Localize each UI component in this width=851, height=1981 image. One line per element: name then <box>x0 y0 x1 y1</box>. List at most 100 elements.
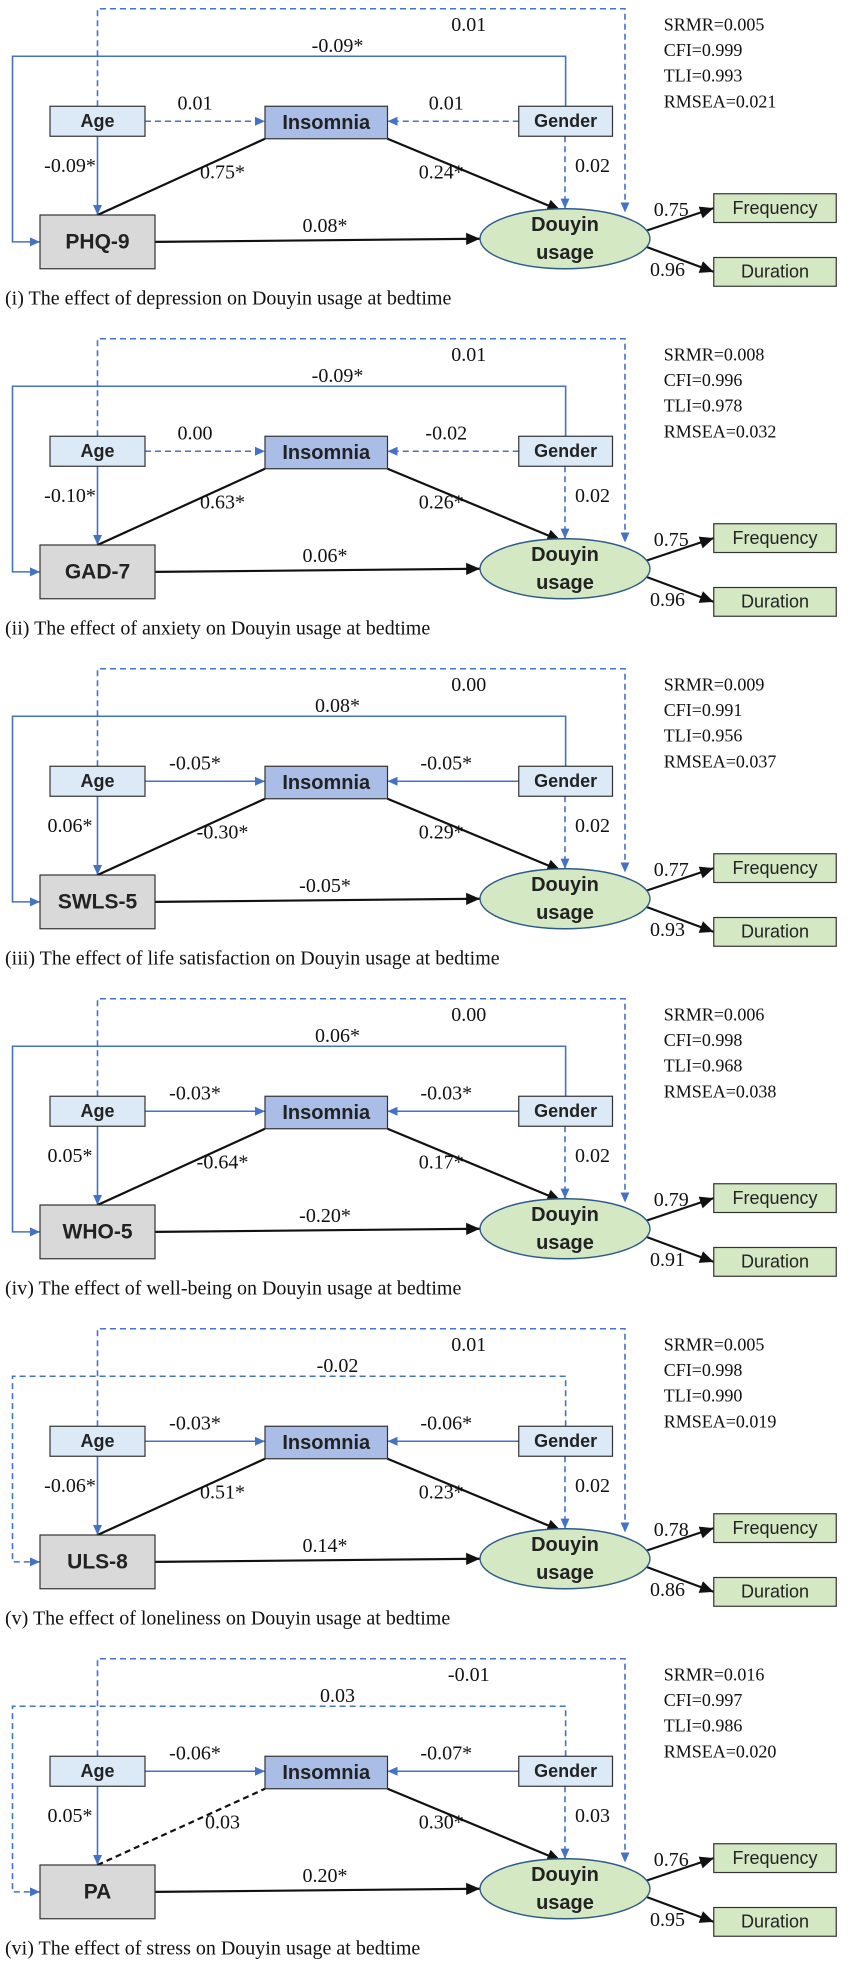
duration-label: Duration <box>741 592 809 612</box>
fit-index: RMSEA=0.037 <box>664 751 777 771</box>
coef-gender-douyin-direct: 0.02 <box>575 485 610 507</box>
predictor-label: ULS-8 <box>67 1550 128 1573</box>
age-label: Age <box>80 111 114 131</box>
fit-index: RMSEA=0.021 <box>664 91 777 111</box>
douyin-frequency-path <box>645 1856 715 1882</box>
douyin-usage-ellipse <box>479 1858 651 1920</box>
coef-age-insomnia: -0.03* <box>169 1413 221 1435</box>
fit-index: RMSEA=0.032 <box>664 421 777 441</box>
insomnia-douyin-path <box>387 1127 562 1202</box>
panel-caption: (iv) The effect of well-being on Douyin … <box>5 1278 461 1300</box>
coef-gender-douyin-direct: 0.02 <box>575 1145 610 1167</box>
loading-duration: 0.86 <box>650 1579 685 1601</box>
gender-douyin-path <box>96 1327 630 1533</box>
coef-gender-insomnia: -0.02 <box>425 423 467 445</box>
gender-box <box>518 765 614 797</box>
loading-duration: 0.96 <box>650 589 685 611</box>
age-label: Age <box>80 1431 114 1451</box>
coef-predictor-douyin: -0.05* <box>299 875 351 897</box>
insomnia-douyin-path <box>387 1457 562 1532</box>
fit-index: TLI=0.968 <box>664 1056 743 1076</box>
loading-duration: 0.95 <box>650 1909 685 1931</box>
coef-predictor-douyin: 0.20* <box>303 1865 348 1887</box>
coef-age-predictor: 0.06* <box>48 815 93 837</box>
duration-label: Duration <box>741 262 809 282</box>
age-label: Age <box>80 1101 114 1121</box>
coef-gender-insomnia: -0.07* <box>420 1743 472 1765</box>
predictor-box <box>39 1204 156 1260</box>
douyin-label: Douyin <box>531 1864 599 1886</box>
predictor-box <box>39 544 156 600</box>
coef-gender-douyin-direct: 0.03 <box>575 1805 610 1827</box>
insomnia-box <box>264 1095 389 1130</box>
coef-age-predictor: 0.05* <box>48 1805 93 1827</box>
insomnia-douyin-path <box>387 467 562 542</box>
loading-frequency: 0.75 <box>654 529 689 551</box>
usage-label: usage <box>536 1562 594 1584</box>
gender-label: Gender <box>534 1761 597 1781</box>
age-box <box>49 1425 146 1457</box>
coef-predictor-insomnia: 0.51* <box>200 1481 245 1503</box>
douyin-usage-ellipse <box>479 1528 651 1590</box>
coef-predictor-insomnia: -0.30* <box>197 821 249 843</box>
loading-frequency: 0.79 <box>654 1189 689 1211</box>
duration-label: Duration <box>741 1912 809 1932</box>
frequency-label: Frequency <box>732 198 817 218</box>
coef-gender-predictor: -0.09* <box>312 35 364 57</box>
coef-predictor-insomnia: 0.63* <box>200 491 245 513</box>
gender-label: Gender <box>534 1101 597 1121</box>
duration-box <box>713 1246 837 1277</box>
coef-age-predictor: -0.06* <box>44 1475 96 1497</box>
insomnia-box <box>264 105 389 140</box>
coef-insomnia-douyin: 0.17* <box>419 1151 464 1173</box>
coef-gender-insomnia: 0.01 <box>429 93 464 115</box>
age-box <box>49 105 146 137</box>
fit-index: TLI=0.990 <box>664 1386 743 1406</box>
insomnia-label: Insomnia <box>282 1432 371 1454</box>
douyin-duration-path <box>645 1895 715 1923</box>
gender-box <box>518 435 614 467</box>
insomnia-label: Insomnia <box>282 442 371 464</box>
gender-label: Gender <box>534 441 597 461</box>
gender-predictor-path <box>11 1705 567 1897</box>
coef-gender-douyin: -0.01 <box>448 1664 490 1686</box>
coef-gender-predictor: -0.02 <box>317 1355 359 1377</box>
gender-predictor-path <box>11 55 567 247</box>
predictor-label: GAD-7 <box>65 560 130 583</box>
coef-gender-predictor: -0.09* <box>312 365 364 387</box>
insomnia-box <box>264 1425 389 1460</box>
douyin-frequency-path <box>645 866 715 892</box>
panel-caption: (ii) The effect of anxiety on Douyin usa… <box>5 618 430 640</box>
gender-douyin-path <box>96 337 630 543</box>
panel-caption: (vi) The effect of stress on Douyin usag… <box>5 1938 420 1960</box>
fit-index: SRMR=0.008 <box>664 344 765 364</box>
loading-duration: 0.96 <box>650 259 685 281</box>
duration-label: Duration <box>741 1582 809 1602</box>
coef-gender-douyin: 0.01 <box>451 1334 486 1356</box>
fit-index: SRMR=0.016 <box>664 1664 765 1684</box>
douyin-usage-ellipse <box>479 1198 651 1260</box>
gender-predictor-path <box>11 385 567 577</box>
coef-age-predictor: -0.09* <box>44 155 96 177</box>
predictor-label: PHQ-9 <box>65 230 129 253</box>
fit-index: CFI=0.998 <box>664 1030 743 1050</box>
fit-index: CFI=0.991 <box>664 700 743 720</box>
predictor-label: SWLS-5 <box>58 890 138 913</box>
douyin-duration-path <box>645 1565 715 1593</box>
douyin-duration-path <box>645 905 715 933</box>
douyin-usage-ellipse <box>479 538 651 600</box>
gender-box <box>518 1425 614 1457</box>
predictor-box <box>39 874 156 930</box>
usage-label: usage <box>536 242 594 264</box>
fit-index: CFI=0.997 <box>664 1690 743 1710</box>
gender-box <box>518 1095 614 1127</box>
insomnia-label: Insomnia <box>282 112 371 134</box>
coef-gender-douyin-direct: 0.02 <box>575 1475 610 1497</box>
douyin-duration-path <box>645 245 715 273</box>
coef-age-predictor: 0.05* <box>48 1145 93 1167</box>
insomnia-douyin-path <box>387 1787 562 1862</box>
coef-gender-douyin: 0.01 <box>451 14 486 36</box>
